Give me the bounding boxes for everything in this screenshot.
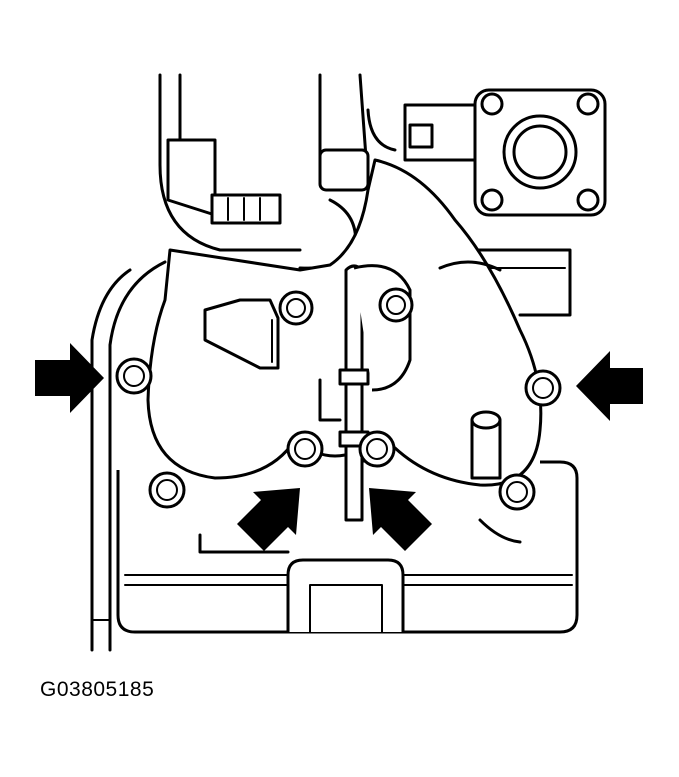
left-hose [90,260,167,652]
bolt-lower-right [498,473,536,511]
bolt-right [524,369,562,407]
bolt-lower-left [148,471,186,509]
arrow-right-pointing-icon [35,343,104,413]
exhaust-manifold-diagram [35,73,643,652]
bolt-upper-center [378,287,414,323]
bolt-lower-center-right [358,430,396,468]
bolt-lower-center-left [286,430,324,468]
upper-tubes [158,73,370,270]
indicator-arrows [35,343,643,551]
arrow-left-pointing-icon [576,351,643,421]
sensor-flange [366,88,607,317]
manifold-bolts [115,287,562,511]
arrow-up-right-icon [237,488,300,551]
cylinder-head [116,460,579,634]
figure-id-code: G03805185 [40,678,155,701]
bolt-upper-left [278,290,314,326]
bolt-left [115,357,153,395]
arrow-up-left-icon [369,488,432,551]
